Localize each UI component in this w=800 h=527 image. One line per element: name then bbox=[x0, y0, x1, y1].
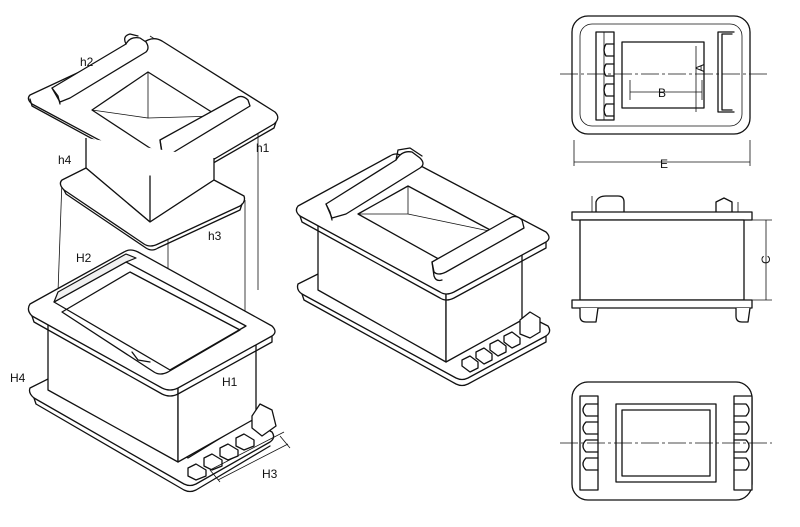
lower-flange-lip bbox=[53, 253, 137, 303]
side-view-bottom-flange bbox=[571, 299, 753, 309]
dim-label-A: A bbox=[693, 64, 707, 72]
label-h2: h2 bbox=[80, 55, 94, 69]
exploded-view: h2 h4 h1 h3 bbox=[10, 33, 291, 493]
label-h1: h1 bbox=[256, 141, 270, 155]
label-H1: H1 bbox=[222, 375, 238, 389]
dim-label-E: E bbox=[660, 157, 668, 171]
side-view: C bbox=[571, 195, 773, 323]
label-H4: H4 bbox=[10, 371, 26, 385]
top-view: B A E bbox=[560, 15, 770, 171]
label-h3: h3 bbox=[208, 229, 222, 243]
dim-label-C: C bbox=[759, 255, 773, 264]
bottom-view-left-pins bbox=[582, 403, 599, 471]
label-h4: h4 bbox=[58, 153, 72, 167]
bottom-view bbox=[560, 381, 772, 501]
assembled-view bbox=[295, 147, 551, 387]
side-view-body bbox=[579, 219, 745, 301]
upper-left-clip bbox=[51, 36, 149, 103]
assembled-right-clip bbox=[431, 215, 525, 275]
lower-pins bbox=[187, 403, 277, 481]
upper-flange-part bbox=[27, 33, 279, 251]
label-H2: H2 bbox=[76, 251, 92, 265]
assembled-pins bbox=[461, 311, 541, 373]
upper-middle-plate bbox=[59, 167, 246, 247]
top-view-window bbox=[621, 41, 705, 109]
H3-dimension: H3 bbox=[209, 431, 291, 483]
dim-label-B: B bbox=[658, 86, 666, 100]
label-H3: H3 bbox=[262, 467, 278, 481]
assembled-left-clip bbox=[325, 151, 424, 219]
bottom-view-right-pins bbox=[733, 403, 750, 471]
top-view-pin-slots bbox=[603, 43, 615, 117]
side-view-top-flange bbox=[571, 211, 753, 221]
lower-base-part bbox=[27, 249, 277, 493]
